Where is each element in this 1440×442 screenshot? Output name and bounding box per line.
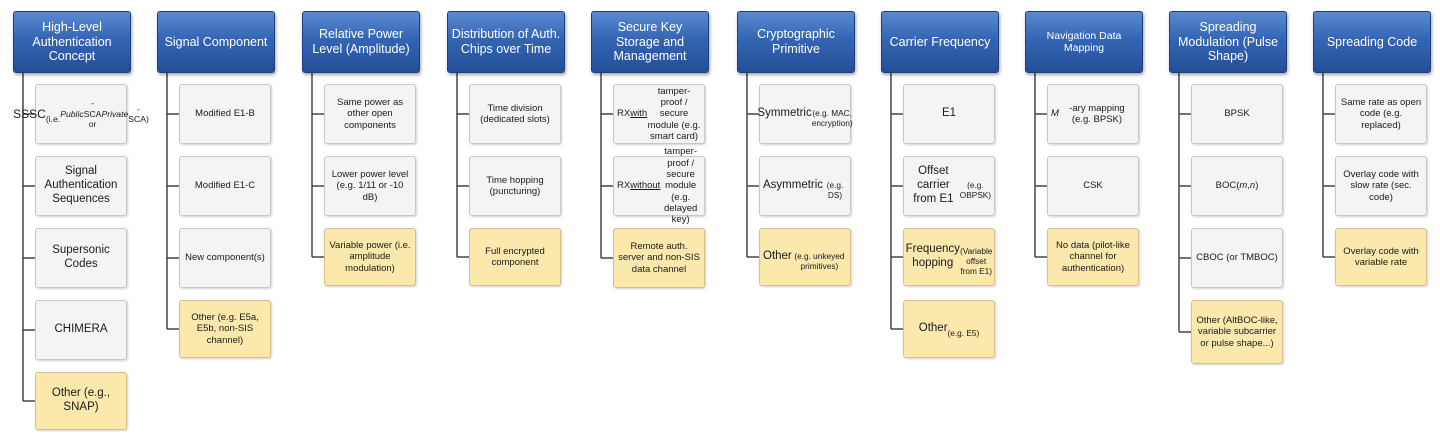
text-run: RX	[617, 108, 631, 120]
text-run: Offset carrier from E1	[913, 165, 954, 205]
option-same-power-as-other-open-components: Same power as other open components	[324, 84, 416, 144]
header-cryptographic-primitive: Cryptographic Primitive	[737, 11, 855, 73]
option-offset-carrier-from-e1-e-g-obpsk: Offset carrier from E1 (e.g. OBPSK)	[903, 156, 995, 216]
text-run: (e.g. unkeyed primitives)	[794, 252, 845, 271]
option-rx-with-tamper-proof-secure-module-e-g-s: RX with tamper-proof / secure module (e.…	[613, 84, 705, 144]
option-asymmetric-e-g-ds: Asymmetric (e.g. DS)	[759, 156, 851, 216]
option-bpsk: BPSK	[1191, 84, 1283, 144]
option-supersonic-codes: Supersonic Codes	[35, 228, 127, 288]
option-cboc-or-tmboc: CBOC (or TMBOC)	[1191, 228, 1283, 288]
header-high-level-authentication-concept: High-Level Authentication Concept	[13, 11, 131, 73]
text-run: with	[630, 108, 648, 120]
option-csk: CSK	[1047, 156, 1139, 216]
text-run: without	[630, 180, 661, 192]
option-other-altboc-like-variable-subcarrier-or: Other (AltBOC-like, variable subcarrier …	[1191, 300, 1283, 364]
text-run: -SCA or	[83, 98, 102, 130]
option-new-component-s: New component(s)	[179, 228, 271, 288]
header-secure-key-storage-and-management: Secure Key Storage and Management	[591, 11, 709, 73]
header-spreading-code: Spreading Code	[1313, 11, 1431, 73]
text-run: tamper-proof / secure module (e.g. delay…	[664, 146, 698, 226]
option-other-e-g-unkeyed-primitives: Other (e.g. unkeyed primitives)	[759, 228, 851, 286]
text-run: SSSC	[13, 106, 46, 121]
text-run: Symmetric	[757, 107, 812, 120]
option-overlay-code-with-slow-rate-sec-code: Overlay code with slow rate (sec. code)	[1335, 156, 1427, 216]
text-run: Other	[918, 322, 948, 335]
option-m-ary-mapping-e-g-bpsk: M -ary mapping (e.g. BPSK)	[1047, 84, 1139, 144]
option-sssc-i-e-public-sca-or-private-sca: SSSC (i.e. Public-SCA or Private-SCA)	[13, 84, 149, 144]
option-full-encrypted-component: Full encrypted component	[469, 228, 561, 286]
text-run: (e.g. DS)	[826, 181, 844, 200]
option-same-rate-as-open-code-e-g-replaced: Same rate as open code (e.g. replaced)	[1335, 84, 1427, 144]
text-run: Other	[763, 250, 792, 263]
text-run: (e.g. E5)	[947, 329, 980, 338]
text-run: -SCA)	[128, 103, 149, 124]
text-run: BOC(	[1215, 180, 1240, 192]
text-run: m	[1239, 180, 1248, 192]
option-boc-m-n: BOC(m,n)	[1191, 156, 1283, 216]
text-run: -ary mapping (e.g. BPSK)	[1069, 102, 1125, 125]
text-run: RX	[617, 180, 631, 192]
option-frequency-hopping-variable-offset-from-e: Frequency hopping (Variable offset from …	[903, 228, 995, 286]
header-signal-component: Signal Component	[157, 11, 275, 73]
header-navigation-data-mapping: Navigation Data Mapping	[1025, 11, 1143, 73]
option-time-hopping-puncturing: Time hopping (puncturing)	[469, 156, 561, 216]
text-run: )	[1255, 180, 1259, 192]
text-run: ,	[1247, 180, 1250, 192]
option-modified-e1-b: Modified E1-B	[179, 84, 271, 144]
option-lower-power-level-e-g-1-11-or-10-db: Lower power level (e.g. 1/11 or -10 dB)	[324, 156, 416, 216]
header-carrier-frequency: Carrier Frequency	[881, 11, 999, 73]
text-run: n	[1249, 180, 1256, 192]
text-run: (e.g. OBPSK)	[959, 181, 991, 200]
header-distribution-of-auth-chips-over-time: Distribution of Auth. Chips over Time	[447, 11, 565, 73]
option-remote-auth-server-and-non-sis-data-chan: Remote auth. server and non-SIS data cha…	[613, 228, 705, 288]
text-run: tamper-proof / secure module (e.g. smart…	[647, 85, 701, 143]
option-chimera: CHIMERA	[35, 300, 127, 360]
option-overlay-code-with-variable-rate: Overlay code with variable rate	[1335, 228, 1427, 286]
option-signal-authentication-sequences: Signal Authentication Sequences	[35, 156, 127, 216]
text-run: Private	[101, 108, 129, 119]
text-run: Public	[60, 108, 84, 119]
text-run: (Variable offset from E1)	[959, 247, 993, 276]
option-time-division-dedicated-slots: Time division (dedicated slots)	[469, 84, 561, 144]
text-run: (i.e.	[45, 114, 61, 124]
header-spreading-modulation-pulse-shape: Spreading Modulation (Pulse Shape)	[1169, 11, 1287, 73]
option-modified-e1-c: Modified E1-C	[179, 156, 271, 216]
option-variable-power-i-e-amplitude-modulation: Variable power (i.e. amplitude modulatio…	[324, 228, 416, 286]
text-run: Frequency hopping	[905, 243, 960, 269]
option-other-e-g-e5: Other (e.g. E5)	[903, 300, 995, 358]
option-other-e-g-e5a-e5b-non-sis-channel: Other (e.g. E5a, E5b, non-SIS channel)	[179, 300, 271, 358]
option-no-data-pilot-like-channel-for-authentic: No data (pilot-like channel for authenti…	[1047, 228, 1139, 286]
option-rx-without-tamper-proof-secure-module-e-: RX without tamper-proof / secure module …	[613, 146, 705, 225]
option-e1: E1	[903, 84, 995, 144]
header-relative-power-level-amplitude: Relative Power Level (Amplitude)	[302, 11, 420, 73]
text-run: (e.g. MAC, encryption)	[811, 109, 853, 128]
text-run: M	[1051, 108, 1059, 120]
text-run: Asymmetric	[763, 179, 824, 192]
option-symmetric-e-g-mac-encryption: Symmetric (e.g. MAC, encryption)	[757, 84, 853, 144]
option-other-e-g-snap: Other (e.g., SNAP)	[35, 372, 127, 430]
